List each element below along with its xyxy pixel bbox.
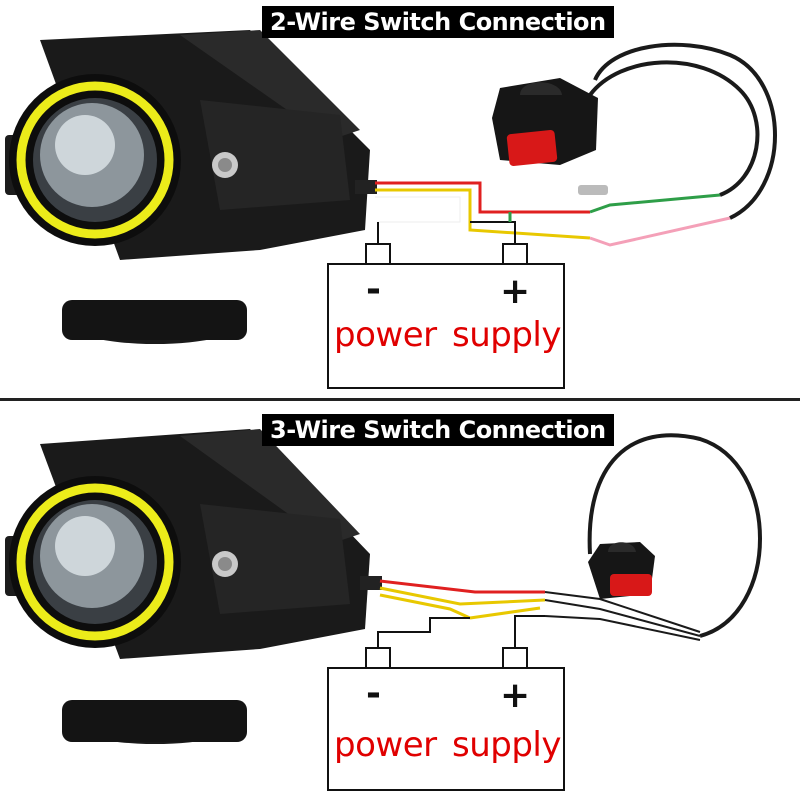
lamp-wires <box>375 181 591 242</box>
handlebar-switch-icon <box>588 542 655 599</box>
battery-icon <box>327 243 565 389</box>
switch-wires <box>508 42 777 247</box>
battery-negative-sign: - <box>366 269 381 310</box>
led-spotlight-icon <box>5 429 382 744</box>
panel-divider <box>0 398 800 401</box>
diagram-3-wire: 3-Wire Switch Connection - + power suppl… <box>0 404 800 795</box>
page-title: 3-Wire Switch Connection <box>262 414 614 446</box>
battery-label-power: power <box>334 725 437 765</box>
page-title: 2-Wire Switch Connection <box>262 6 614 38</box>
lamp-wires <box>379 579 546 620</box>
diagram-3-wire-drawing <box>5 429 762 791</box>
diagram-2-wire-drawing <box>5 30 777 389</box>
battery-positive-sign: + <box>500 271 531 312</box>
battery-wires <box>377 221 516 244</box>
battery-negative-sign: - <box>366 673 381 714</box>
led-spotlight-icon <box>5 30 377 344</box>
switch-wires <box>544 433 762 641</box>
diagram-2-wire: 2-Wire Switch Connection - + power suppl… <box>5 6 777 389</box>
battery-label-supply: supply <box>452 725 562 765</box>
handlebar-switch-icon <box>492 78 598 167</box>
battery-label-power: power <box>334 315 437 355</box>
wire-connector-icon <box>578 185 608 195</box>
battery-icon <box>327 647 565 791</box>
battery-positive-sign: + <box>500 675 531 716</box>
battery-label-supply: supply <box>452 315 562 355</box>
battery-wires <box>377 615 545 648</box>
